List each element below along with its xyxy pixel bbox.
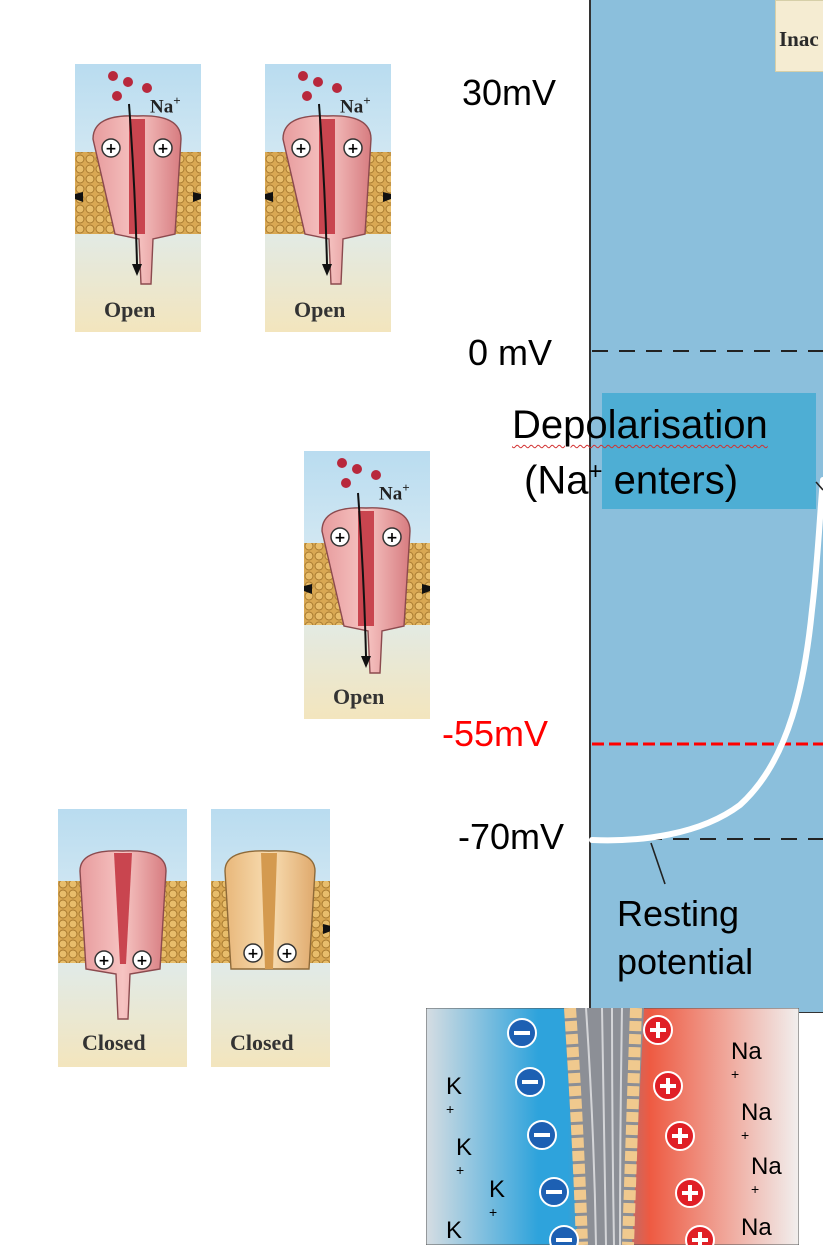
depol-pointer	[815, 481, 823, 491]
depol-sup: +	[588, 458, 603, 485]
inactivated-label: Inac	[779, 27, 819, 51]
svg-text:+: +	[334, 530, 346, 546]
negative-charges	[507, 1018, 579, 1245]
na-ion-3: Na+	[751, 1153, 782, 1197]
open-channel-card-2: + +	[265, 64, 391, 332]
k-ion-3: K+	[489, 1176, 506, 1220]
depolarisation-subtitle: (Na+ enters)	[524, 458, 738, 503]
label-70mv: -70mV	[458, 816, 565, 857]
svg-text:+: +	[295, 141, 307, 157]
k-ion-1: K+	[446, 1073, 463, 1117]
closed-label-1: Closed	[82, 1030, 146, 1055]
open-label-2: Open	[294, 297, 346, 322]
svg-text:+: +	[157, 141, 169, 157]
svg-text:+: +	[105, 141, 117, 157]
label-0mv: 0 mV	[468, 332, 553, 373]
membrane-panel	[426, 1008, 799, 1245]
resting-pointer	[650, 842, 666, 885]
svg-text:+: +	[136, 953, 148, 969]
na-label-1: Na+	[150, 93, 181, 118]
depol-prefix: (Na	[524, 458, 589, 503]
open-label-1: Open	[104, 297, 156, 322]
action-potential-curve	[589, 477, 823, 844]
na-label-3: Na+	[379, 480, 410, 505]
depol-suffix: enters)	[602, 458, 739, 503]
closed-label-2: Closed	[230, 1030, 294, 1055]
depolarisation-title: Depolarisation	[512, 403, 768, 447]
svg-text:+: +	[247, 946, 259, 962]
open-channel-card-1: + +	[75, 64, 201, 332]
svg-text:+: +	[98, 953, 110, 969]
closed-channel-card-2: + +	[211, 809, 330, 1067]
resting-line2: potential	[617, 941, 754, 982]
label-55mv: -55mV	[442, 713, 549, 754]
na-ion-4: Na	[741, 1214, 772, 1241]
svg-text:+: +	[347, 141, 359, 157]
k-ion-4: K	[446, 1217, 463, 1244]
depolarisation-highlight	[602, 393, 816, 509]
label-30mv: 30mV	[462, 72, 557, 113]
positive-charges	[643, 1015, 715, 1245]
na-ion	[108, 71, 118, 81]
open-label-3: Open	[333, 684, 385, 709]
closed-channel-card-1: + +	[58, 809, 187, 1067]
resting-line1: Resting	[617, 893, 740, 934]
open-channel-card-3: + +	[304, 451, 430, 719]
na-label-2: Na+	[340, 93, 371, 118]
svg-text:+: +	[281, 946, 293, 962]
k-ion-2: K+	[456, 1134, 473, 1178]
na-ion-1: Na+	[731, 1038, 762, 1082]
inactivated-label-box: Inac	[775, 0, 823, 72]
na-ion-2: Na+	[741, 1099, 772, 1143]
svg-text:+: +	[386, 530, 398, 546]
